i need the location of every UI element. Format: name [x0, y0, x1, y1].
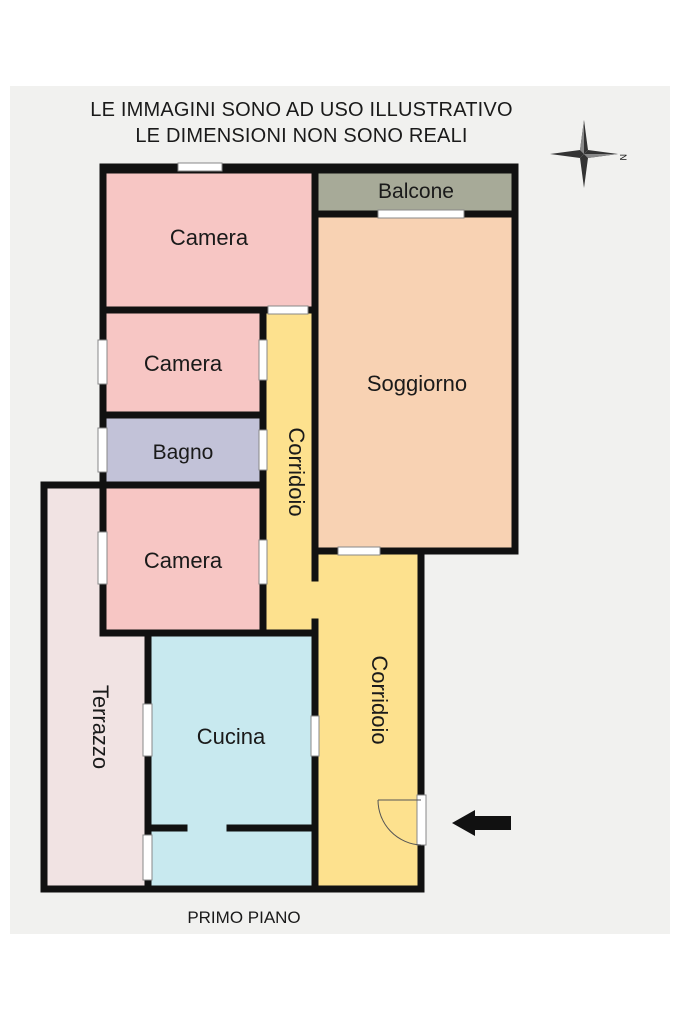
room-bagno	[103, 415, 263, 485]
room-camera-low	[103, 485, 263, 633]
label-camera-mid: Camera	[144, 351, 223, 376]
window-symbols	[97, 162, 465, 881]
label-cucina: Cucina	[197, 724, 266, 749]
top-wall	[103, 167, 515, 170]
disclaimer-line-1: LE IMMAGINI SONO AD USO ILLUSTRATIVO	[90, 99, 513, 121]
label-camera-low: Camera	[144, 548, 223, 573]
room-camera-top	[103, 167, 315, 310]
label-terrazzo: Terrazzo	[88, 685, 113, 769]
room-camera-mid	[103, 310, 263, 415]
entry-door-swing	[377, 799, 422, 846]
arrow-left-icon	[452, 810, 511, 836]
label-bagno: Bagno	[153, 441, 214, 464]
room-terrazzo	[44, 485, 148, 889]
label-corridoio-lower: Corridoio	[367, 655, 392, 744]
room-balcone	[315, 167, 515, 214]
floor-label: PRIMO PIANO	[187, 908, 301, 927]
label-soggiorno: Soggiorno	[367, 371, 467, 396]
room-corridoio	[263, 310, 421, 889]
label-corridoio-upper: Corridoio	[284, 427, 309, 516]
label-balcone: Balcone	[378, 180, 454, 203]
room-soggiorno	[315, 214, 515, 551]
compass-icon: N	[550, 120, 628, 188]
room-cucina	[148, 633, 315, 889]
compass-north-label: N	[618, 154, 628, 161]
label-camera-top: Camera	[170, 225, 249, 250]
disclaimer-line-2: LE DIMENSIONI NON SONO REALI	[135, 125, 468, 147]
